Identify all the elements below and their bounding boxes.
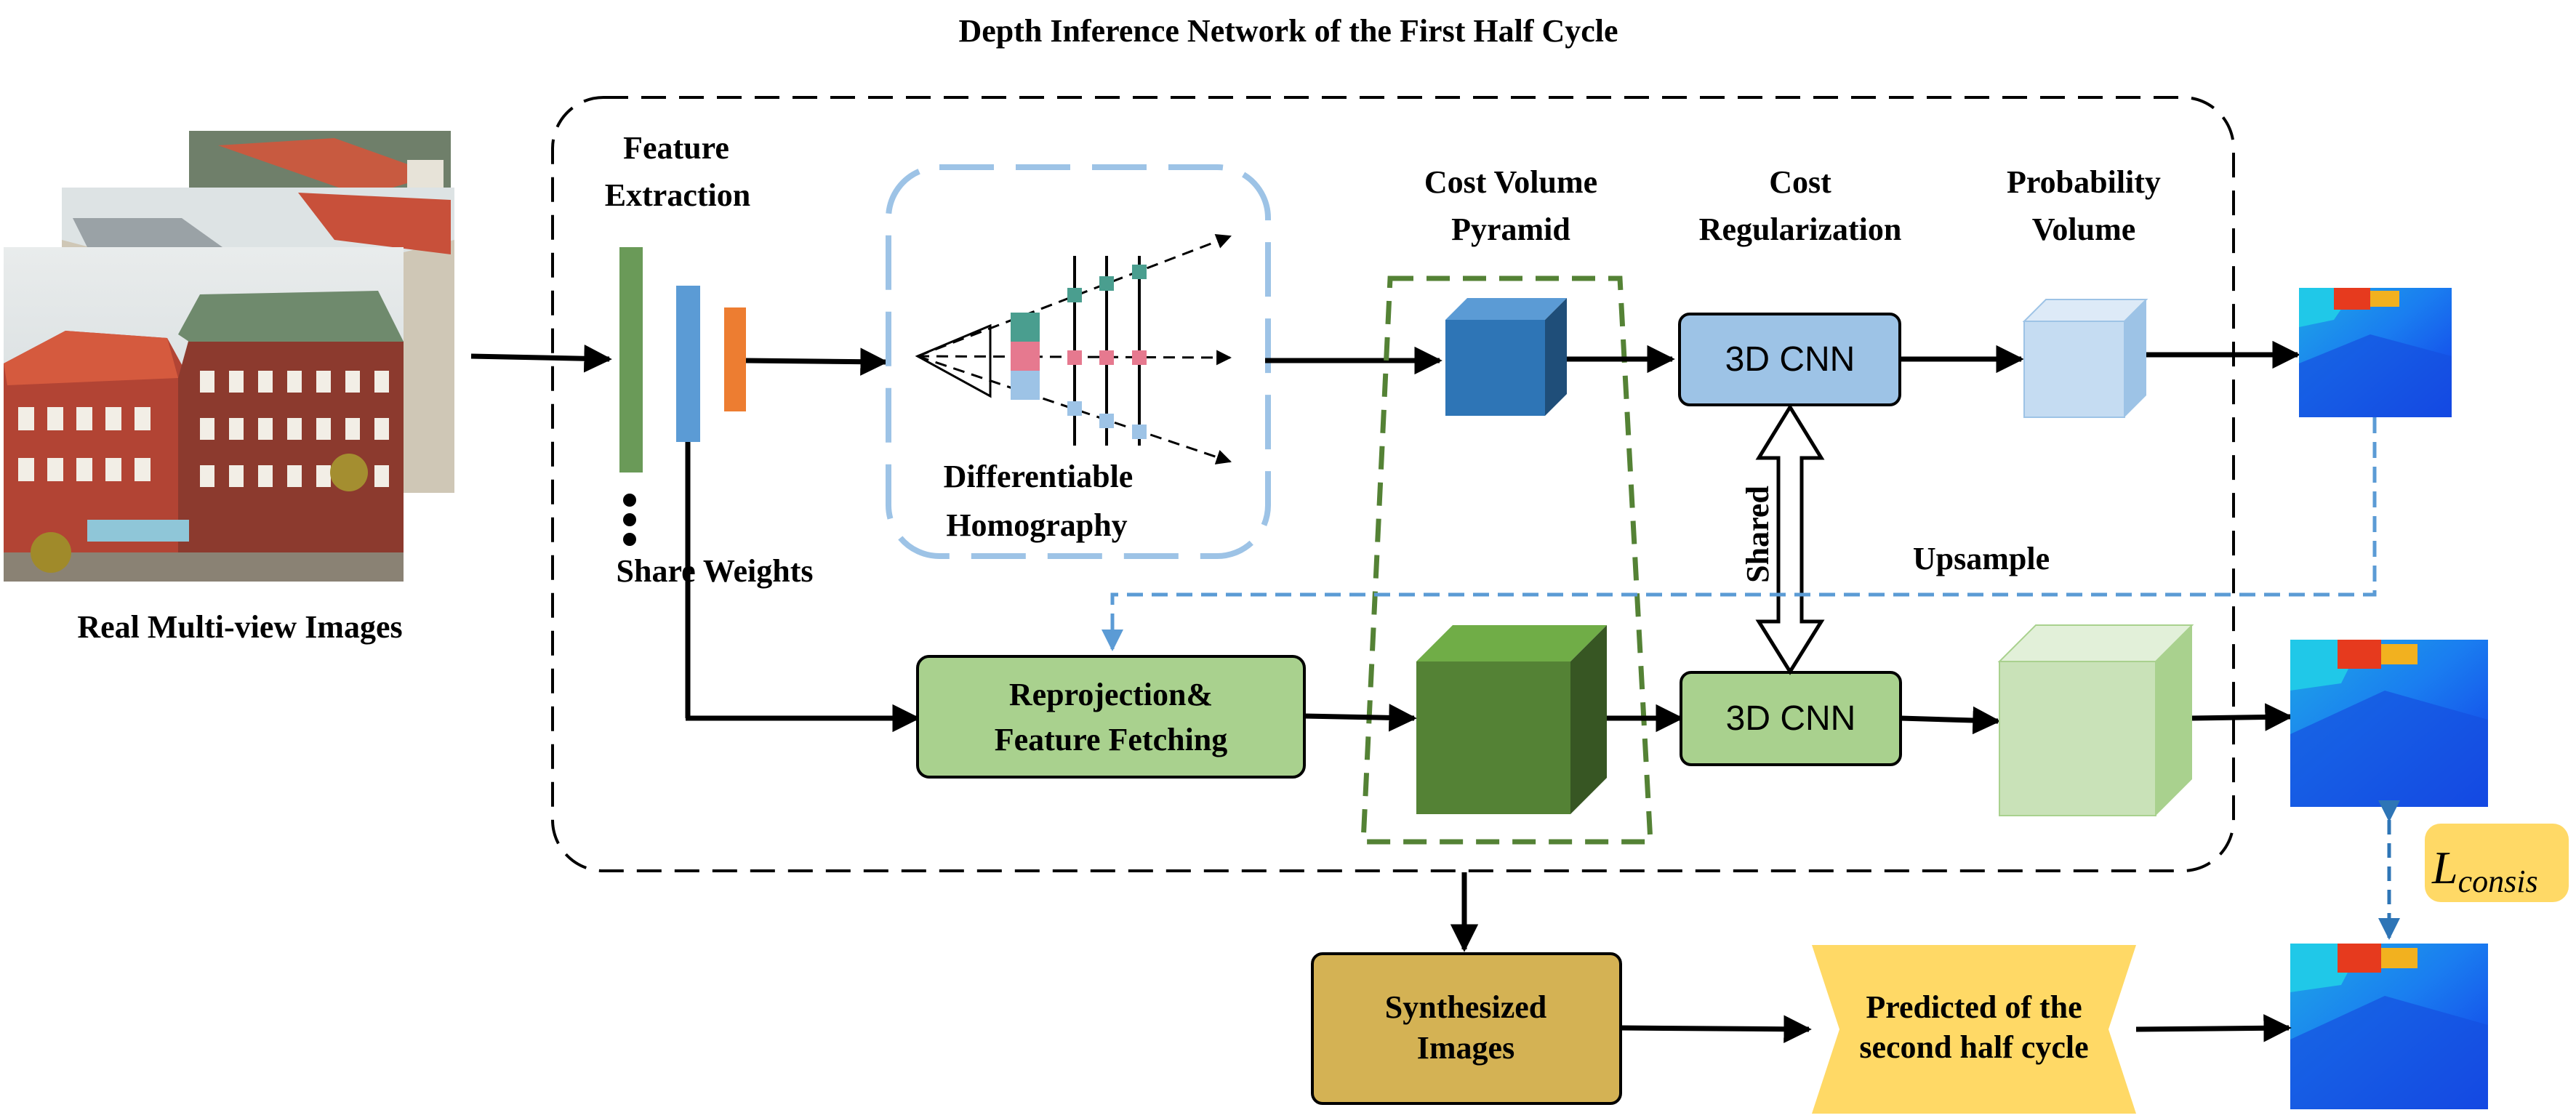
upsample-path [1102, 417, 2377, 651]
upsample-label: Upsample [1913, 541, 2050, 576]
depth-map-middle [2290, 640, 2488, 807]
homography-label-1: Differentiable [944, 459, 1133, 494]
reprojection-box [916, 655, 1306, 779]
consistency-loss-label: Lconsis [2431, 842, 2538, 899]
cost-regularization-header-2: Regularization [1699, 212, 1902, 247]
feature-bar-green [619, 247, 643, 472]
first-half-cycle-frame [551, 96, 2235, 872]
synthesized-label-1: Synthesized [1385, 989, 1546, 1025]
shared-label: Shared [1740, 486, 1775, 583]
predicted-shape [1812, 945, 2136, 1114]
arrow-prob-bottom-to-depth [2191, 703, 2293, 731]
cost-volume-pyramid-frame [1360, 276, 1653, 845]
arrow-predicted-to-depth [2135, 1014, 2292, 1042]
multi-view-images: Real Multi-view Images [4, 131, 454, 645]
depth-map-bottom [2290, 944, 2488, 1109]
ellipsis-dots [623, 494, 636, 546]
predicted-label-2: second half cycle [1859, 1029, 2088, 1065]
cnn-bottom-label: 3D CNN [1726, 699, 1856, 738]
feature-extraction-title-2: Extraction [605, 177, 750, 213]
reprojection-label-2: Feature Fetching [995, 722, 1228, 757]
cnn-top-label: 3D CNN [1725, 340, 1855, 379]
view-image-front [4, 247, 404, 582]
feature-bar-blue [676, 286, 700, 442]
probability-volume-header-2: Volume [2032, 212, 2136, 247]
cost-volume-header-1: Cost Volume [1424, 164, 1597, 200]
homography-label-2: Homography [946, 507, 1127, 543]
homography-sketch [915, 233, 1232, 465]
predicted-label-1: Predicted of the [1866, 989, 2082, 1025]
diagram-title: Depth Inference Network of the First Hal… [958, 13, 1618, 49]
shared-double-arrow [1755, 403, 1825, 675]
depth-map-top [2299, 288, 2452, 417]
feature-extraction-title-1: Feature [623, 130, 729, 166]
input-caption: Real Multi-view Images [77, 609, 402, 645]
cost-volume-cube-small [1445, 298, 1567, 416]
cost-volume-header-2: Pyramid [1451, 212, 1570, 247]
cost-volume-cube-large [1416, 625, 1607, 814]
arrow-cnn-bottom-to-prob [1900, 706, 2001, 735]
probability-volume-header-1: Probability [2007, 164, 2161, 200]
probability-volume-top [2022, 299, 2148, 418]
feature-bar-orange [724, 307, 746, 411]
arrow-synthesized-to-predicted [1620, 1015, 1812, 1043]
arrow-features-to-homography [745, 347, 888, 376]
synthesized-label-2: Images [1417, 1030, 1514, 1066]
share-weights-label: Share Weights [617, 553, 814, 589]
cost-regularization-header-1: Cost [1769, 164, 1831, 200]
arrow-input-to-features [470, 345, 612, 373]
consistency-loss-box [2425, 824, 2569, 902]
probability-volume-bottom [1997, 624, 2194, 816]
synthesized-images-box [1311, 952, 1622, 1105]
reprojection-label-1: Reprojection& [1009, 677, 1213, 712]
arrow-reprojection-to-cube [1304, 704, 1417, 732]
